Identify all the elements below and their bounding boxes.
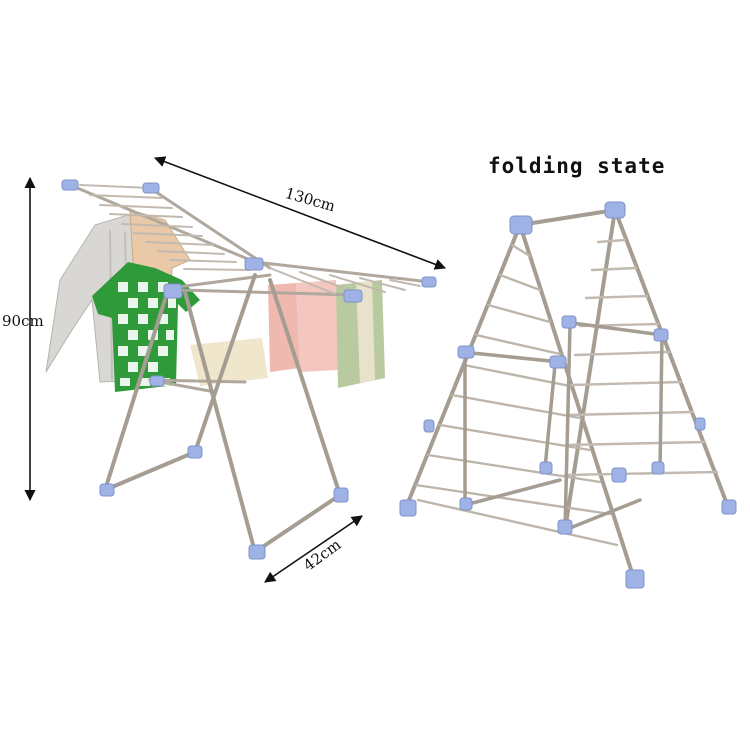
folding-state-label: folding state (488, 154, 666, 178)
depth-dimension-arrow (264, 515, 363, 583)
height-label: 90cm (2, 312, 44, 330)
hanging-towels (190, 280, 385, 388)
folded-drying-rack (399, 201, 737, 589)
unfolded-drying-rack (45, 179, 437, 560)
width-dimension-arrow (153, 156, 447, 270)
